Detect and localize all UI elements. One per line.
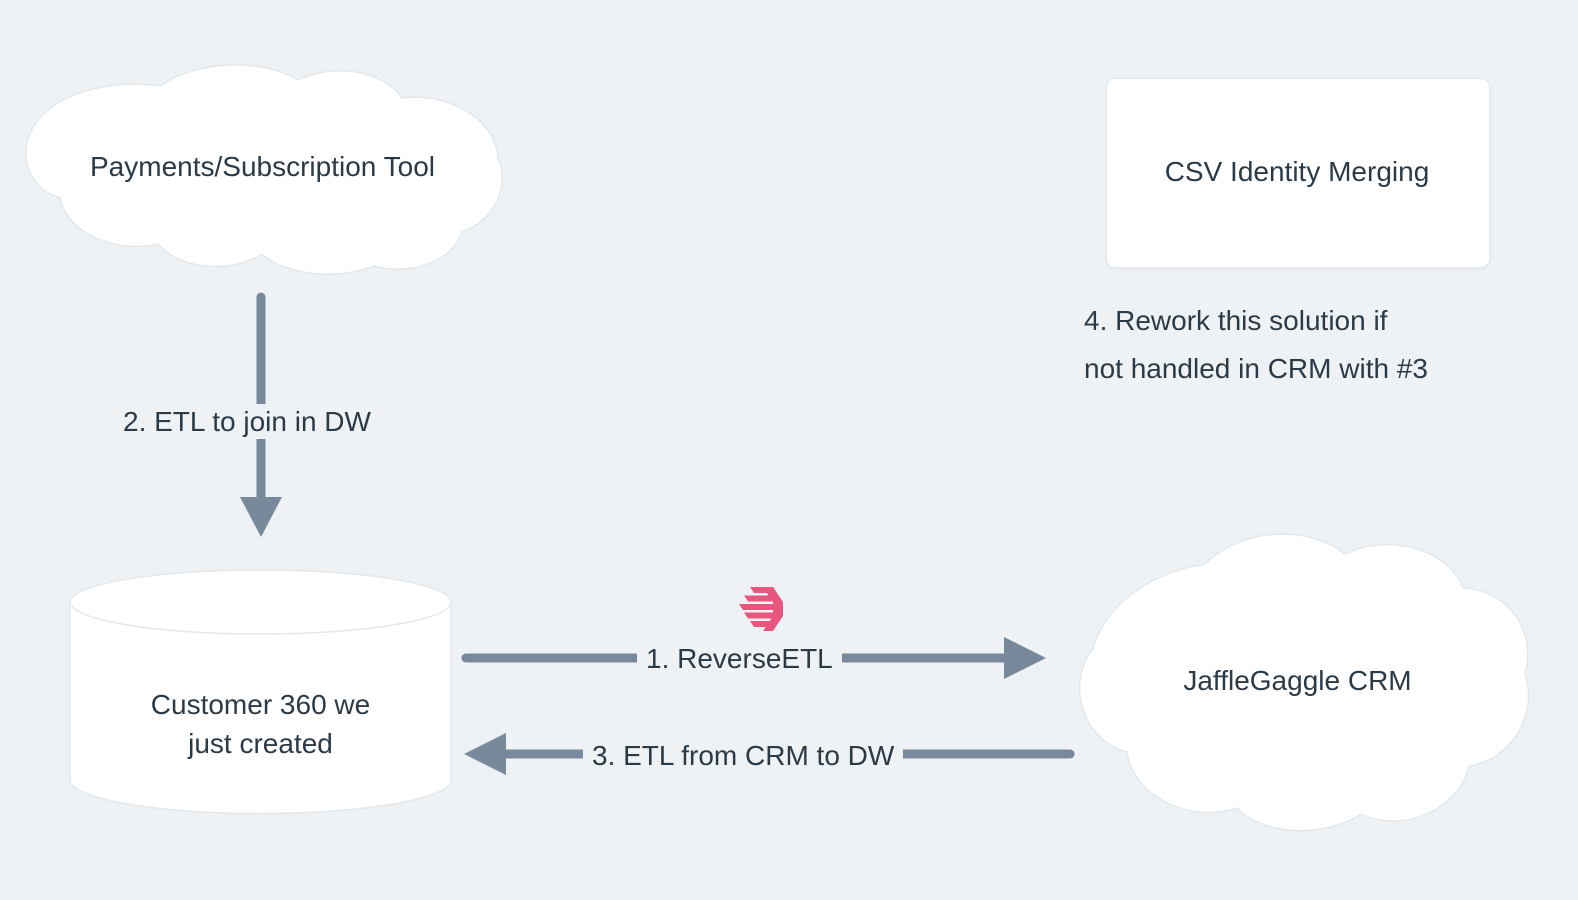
cloud-shape (25, 64, 503, 275)
node-csv-identity-merging[interactable] (1106, 78, 1490, 268)
edge-etl-to-join-in-dw (240, 292, 282, 537)
arrowhead-left-icon (464, 733, 506, 775)
cloud-shape (1078, 533, 1530, 832)
node-jafflegaggle-crm[interactable] (1055, 522, 1540, 840)
edge-label-reverse-etl: 1. ReverseETL (637, 641, 842, 676)
edge-label-etl-from-crm-to-dw: 3. ETL from CRM to DW (583, 738, 904, 773)
cylinder-top-ellipse (69, 569, 452, 635)
annotation-csv-caption: 4. Rework this solution if not handled i… (1084, 305, 1428, 385)
arrowhead-down-icon (240, 497, 282, 537)
node-payments-subscription-tool[interactable] (10, 58, 515, 276)
node-label-customer-360: Customer 360 we just created (150, 689, 371, 759)
edge-label-etl-to-join-in-dw: 2. ETL to join in DW (114, 404, 380, 439)
node-customer-360[interactable] (68, 568, 453, 816)
node-label-csv-identity-merging: CSV Identity Merging (1164, 156, 1430, 187)
cylinder-body (69, 601, 452, 815)
hightouch-logo-icon (739, 587, 783, 631)
arrowhead-right-icon (1004, 637, 1046, 679)
